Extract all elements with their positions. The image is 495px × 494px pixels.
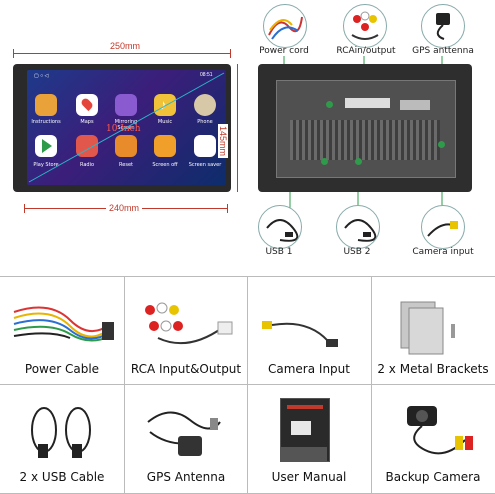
gps-port-marker [438, 141, 445, 148]
power-port-marker [326, 101, 333, 108]
usb1-port-marker [321, 158, 328, 165]
grid-divider [247, 276, 248, 494]
product-label: Camera Input [268, 362, 350, 376]
metal-brackets-image [400, 301, 455, 355]
app-label: Reset [119, 162, 133, 168]
gps-antenna-icon [421, 4, 465, 48]
rca-cable-image [145, 302, 233, 345]
app-label: Music [157, 119, 173, 125]
port-block [345, 98, 390, 108]
camera-input-label: Camera input [412, 247, 474, 257]
app-label: Play Store [33, 162, 59, 168]
heatsink [290, 120, 440, 160]
dim-tick [13, 49, 14, 58]
screen-width-label: 240mm [106, 203, 143, 213]
camera-input-cable-image [262, 321, 338, 347]
power-cord-icon [263, 4, 307, 48]
usb1-icon [258, 205, 302, 249]
product-label: User Manual [271, 470, 347, 484]
reset-icon[interactable] [115, 135, 137, 157]
diagonal-line [28, 72, 225, 183]
music-icon[interactable]: ♪ [154, 94, 176, 116]
maps-icon[interactable] [76, 94, 98, 116]
instructions-icon[interactable] [35, 94, 57, 116]
product-label: GPS Antenna [146, 470, 226, 484]
gps-label: GPS anttenna [412, 46, 474, 56]
usb2-label: USB 2 [343, 247, 371, 257]
app-label: Radio [79, 162, 95, 168]
dim-tick [227, 204, 228, 213]
usb-cable-image [31, 407, 91, 458]
play-store-icon[interactable] [35, 135, 57, 157]
usb2-icon [336, 205, 380, 249]
phone-icon[interactable] [194, 94, 216, 116]
app-label: Screen saver [188, 162, 222, 168]
product-label: 2 x Metal Brackets [377, 362, 489, 376]
rca-label: RCAin/output [336, 46, 396, 56]
screen-saver-icon[interactable] [194, 135, 216, 157]
dim-tick [24, 204, 25, 213]
app-label: Phone [197, 119, 213, 125]
width-label: 250mm [107, 41, 144, 51]
status-time: 08:51 [200, 72, 213, 78]
user-manual-image [280, 398, 330, 462]
app-label: Instructions [31, 119, 61, 125]
mirror-icon[interactable] [115, 94, 137, 116]
grid-divider [124, 276, 125, 494]
screen-off-icon[interactable] [154, 135, 176, 157]
usb2-port-marker [355, 158, 362, 165]
usb1-label: USB 1 [265, 247, 293, 257]
app-label: Maps [80, 119, 94, 125]
grid-divider [371, 276, 372, 494]
width-dimension-line [13, 53, 231, 54]
backup-camera-image [407, 406, 473, 455]
power-cable-image [13, 306, 114, 342]
rca-icon [343, 4, 387, 48]
radio-icon[interactable] [76, 135, 98, 157]
camera-input-icon [421, 205, 465, 249]
product-label: Power Cable [24, 362, 100, 376]
height-dimension-line [237, 64, 238, 192]
app-label: Screen off [152, 162, 178, 168]
port-block [400, 100, 430, 110]
status-home-icon: ▢ ○ ◁ [34, 73, 49, 79]
power-cord-label: Power cord [259, 46, 309, 56]
height-label: 145mm [218, 124, 228, 159]
product-label: RCA Input&Output [130, 362, 242, 376]
product-label: Backup Camera [385, 470, 481, 484]
dim-tick [230, 49, 231, 58]
product-label: 2 x USB Cable [19, 470, 105, 484]
gps-antenna-image [147, 411, 221, 456]
